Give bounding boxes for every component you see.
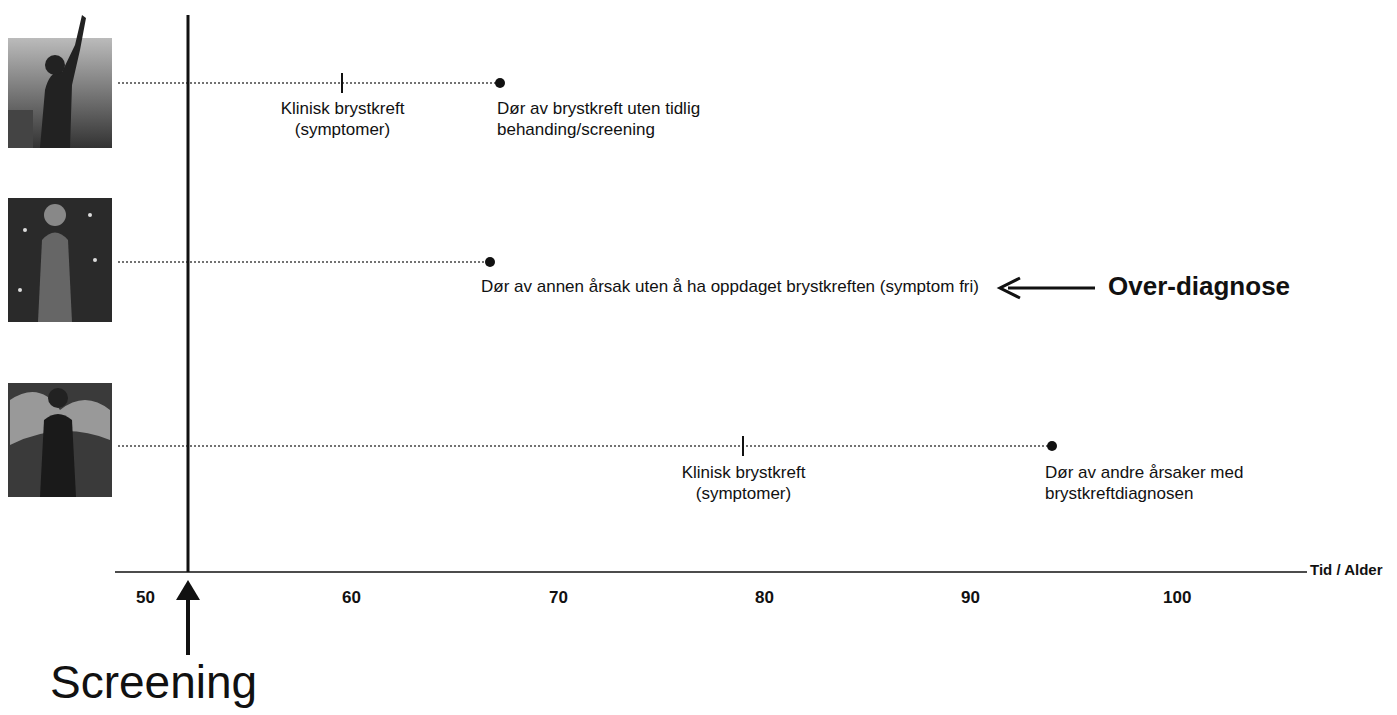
death-dot: [485, 78, 1057, 451]
tick-label: 100: [1163, 587, 1191, 608]
tick-label: 80: [755, 587, 774, 608]
portrait: [8, 15, 112, 148]
life-line: [118, 83, 1052, 446]
outcome-label: Dør av annen årsak uten å ha oppdaget br…: [481, 276, 1001, 297]
portrait: [8, 383, 112, 497]
outcome-label: Dør av brystkreft uten tidlig behanding/…: [497, 98, 797, 140]
screening-arrow: [176, 580, 200, 655]
tick-label: 90: [961, 587, 980, 608]
tick-label: 60: [342, 587, 361, 608]
axis-title: Tid / Alder: [1307, 561, 1386, 579]
tick-label: 70: [549, 587, 568, 608]
pointer-arrow: [1000, 278, 1095, 298]
screening-label: Screening: [50, 655, 257, 710]
time-axis: [115, 566, 1382, 578]
outcome-label: Dør av andre årsaker med brystkreftdiagn…: [1045, 462, 1315, 504]
callout: Over-diagnose: [1108, 271, 1290, 302]
event-label: Klinisk brystkreft (symptomer): [656, 462, 831, 504]
tick-label: 50: [136, 587, 155, 608]
event-label: Klinisk brystkreft (symptomer): [255, 98, 430, 140]
portrait: [8, 198, 112, 322]
screening-line: [187, 15, 190, 572]
